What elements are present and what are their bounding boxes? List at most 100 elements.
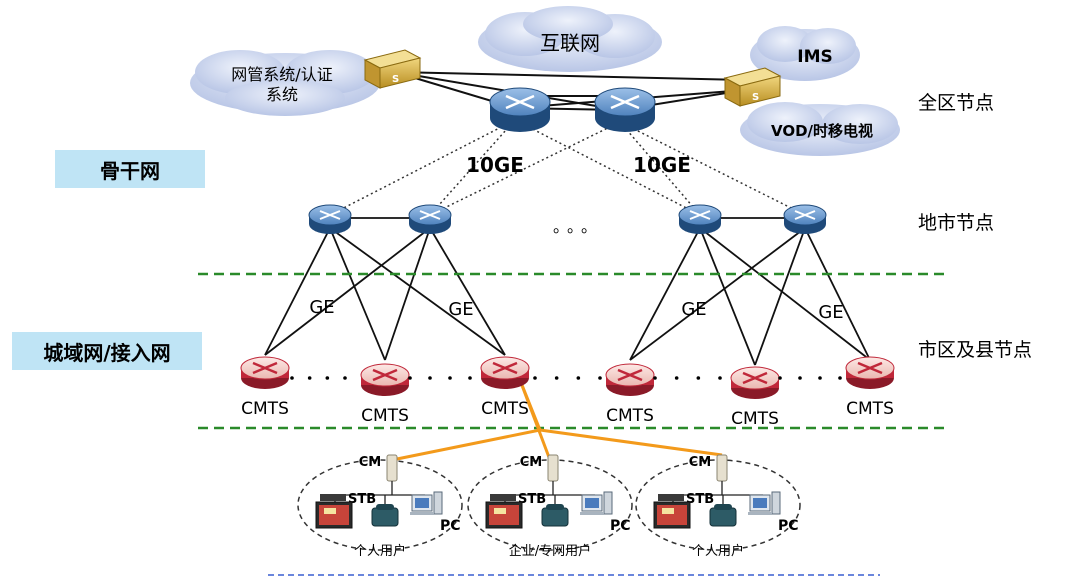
ellipsis-dot <box>718 376 722 380</box>
cmts-icon <box>480 356 530 389</box>
label-county-node: 市区及县节点 <box>918 339 1033 361</box>
ge-label-2: GE <box>448 299 473 320</box>
cmts-label: CMTS <box>241 399 289 419</box>
cmts-row: CMTS CMTS CMTS CMTS CMTS CMTS <box>240 356 895 429</box>
cmts-label: CMTS <box>731 409 779 429</box>
ellipsis-dot <box>674 376 679 380</box>
ge-label-4: GE <box>818 302 843 323</box>
cm-label: CM <box>520 455 542 470</box>
label-city-node: 地市节点 <box>918 212 995 234</box>
pc-label: PC <box>610 518 631 534</box>
ellipsis-dot <box>468 376 472 380</box>
tengig-links <box>329 119 806 216</box>
user-group: CM STB PC 个人用户 <box>635 454 801 559</box>
core-router-left-icon <box>489 87 551 132</box>
cable-modem-icon <box>547 454 559 482</box>
user-group: CM STB PC 个人用户 <box>297 454 463 559</box>
ellipsis-dot <box>554 376 559 380</box>
cloud-nms-line1: 网管系统/认证 <box>231 65 332 84</box>
cm-label: CM <box>359 455 381 470</box>
switch-left-icon: S <box>363 49 422 89</box>
cloud-internet: 互联网 <box>478 6 662 72</box>
ellipsis-dot <box>408 376 412 380</box>
ellipsis-dot <box>533 376 537 380</box>
ellipsis-dot <box>798 376 802 380</box>
switch-right-icon: S <box>723 67 782 107</box>
city-router-icon <box>678 204 722 234</box>
orange-links <box>391 379 723 462</box>
cloud-nms: 网管系统/认证 系统 <box>190 50 380 116</box>
ellipsis-dot <box>343 376 347 380</box>
ellipsis-dot <box>325 376 330 380</box>
set-top-box-icon <box>658 494 684 501</box>
ge-label-1: GE <box>309 297 334 318</box>
user-group-label: 企业/专网用户 <box>509 543 591 559</box>
cm-label: CM <box>689 455 711 470</box>
cmts-label: CMTS <box>361 406 409 426</box>
ellipsis-dot <box>598 376 602 380</box>
pc-icon <box>410 491 443 515</box>
label-region-node: 全区节点 <box>918 92 995 114</box>
set-top-box-icon <box>320 494 346 501</box>
link-10ge-left: 10GE <box>466 153 524 177</box>
tv-icon <box>653 501 691 529</box>
cloud-internet-label: 互联网 <box>540 31 600 55</box>
cmts-label: CMTS <box>481 399 529 419</box>
cloud-ims-label: IMS <box>797 47 833 67</box>
cable-modem-icon <box>716 454 728 482</box>
phone-icon <box>541 504 569 527</box>
ellipsis-dot <box>307 376 312 380</box>
city-router-icon <box>783 204 827 234</box>
tv-icon <box>485 501 523 529</box>
core-router-right-icon <box>594 87 656 132</box>
ellipsis-dot <box>778 376 782 380</box>
svg-text:S: S <box>392 74 399 85</box>
city-router-icon <box>408 204 452 234</box>
stb-label: STB <box>518 492 546 507</box>
svg-text:S: S <box>752 92 759 103</box>
label-metro: 城域网/接入网 <box>12 332 202 370</box>
city-router-icon <box>308 204 352 234</box>
ellipsis-dot <box>653 376 657 380</box>
cmts-icon <box>240 356 290 389</box>
ge-links <box>264 217 871 366</box>
stb-label: STB <box>686 492 714 507</box>
phone-icon <box>371 504 399 527</box>
cmts-label: CMTS <box>606 406 654 426</box>
cmts-label: CMTS <box>846 399 894 419</box>
cloud-ims: IMS <box>750 26 860 81</box>
city-ellipsis: 。。。 <box>553 217 603 236</box>
pc-label: PC <box>440 518 461 534</box>
user-group: CM STB PC 企业/专网用户 <box>467 454 633 559</box>
ellipsis-dot <box>448 376 452 380</box>
ellipsis-dot <box>290 376 294 380</box>
pc-icon <box>580 491 613 515</box>
pc-icon <box>748 491 781 515</box>
core-links <box>394 71 746 111</box>
user-group-label: 个人用户 <box>692 543 744 559</box>
label-backbone: 骨干网 <box>55 150 205 188</box>
ellipsis-dot <box>428 376 432 380</box>
city-routers <box>308 204 827 234</box>
ellipsis-dot <box>818 376 822 380</box>
user-group-label: 个人用户 <box>354 543 406 559</box>
ge-label-3: GE <box>681 299 706 320</box>
cable-modem-icon <box>386 454 398 482</box>
ellipsis-dot <box>696 376 701 380</box>
cmts-icon <box>605 363 655 396</box>
set-top-box-icon <box>490 494 516 501</box>
cmts-icon <box>730 366 780 399</box>
pc-label: PC <box>778 518 799 534</box>
tv-icon <box>315 501 353 529</box>
cmts-icon <box>360 363 410 396</box>
stb-label: STB <box>348 492 376 507</box>
link-10ge-right: 10GE <box>633 153 691 177</box>
phone-icon <box>709 504 737 527</box>
ellipsis-dot <box>838 376 842 380</box>
cmts-icon <box>845 356 895 389</box>
ellipsis-dot <box>576 376 581 380</box>
cloud-nms-line2: 系统 <box>266 85 298 104</box>
cloud-vod-label: VOD/时移电视 <box>771 122 873 140</box>
user-groups: CM STB PC 个人用户 CM STB PC 企业/专网用户 CM STB PC 个人用户 <box>297 454 801 559</box>
